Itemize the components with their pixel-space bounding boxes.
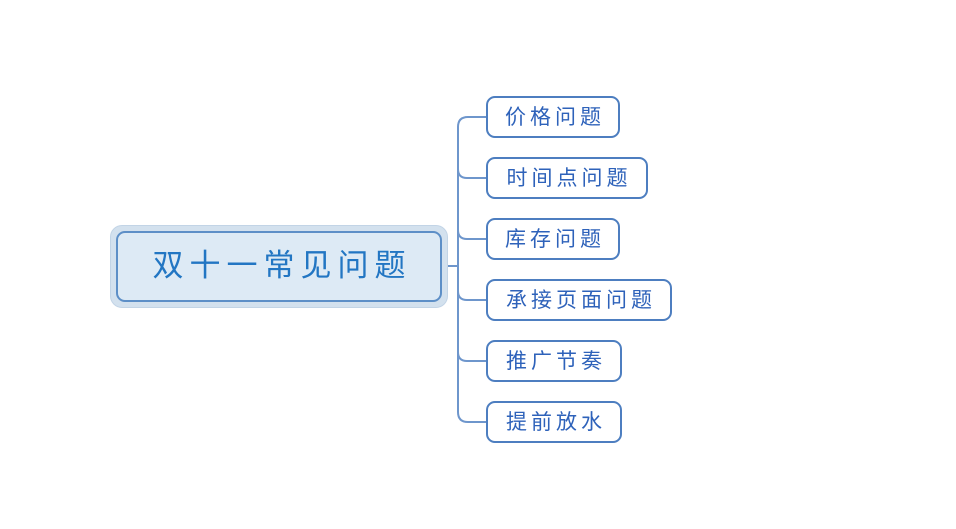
connector-child-5 — [457, 351, 487, 362]
child-topic-early-release[interactable]: 提前放水 — [486, 401, 622, 443]
child-topic-label: 推广节奏 — [506, 348, 606, 373]
connector-child-1 — [457, 116, 487, 267]
child-topic-label: 承接页面问题 — [506, 287, 656, 312]
connector-child-4 — [457, 290, 487, 301]
child-topic-label: 提前放水 — [506, 409, 606, 434]
child-topic-label: 时间点问题 — [506, 165, 632, 190]
child-topic-label: 库存问题 — [505, 226, 605, 251]
central-topic-label: 双十一常见问题 — [152, 248, 412, 284]
connector-child-6 — [457, 265, 487, 423]
child-topic-timing[interactable]: 时间点问题 — [486, 157, 648, 199]
child-topic-label: 价格问题 — [505, 104, 605, 129]
child-topic-promotion-rhythm[interactable]: 推广节奏 — [486, 340, 622, 382]
central-topic-selection-halo: 双十一常见问题 — [110, 225, 448, 308]
child-topic-landing-page[interactable]: 承接页面问题 — [486, 279, 672, 321]
central-topic[interactable]: 双十一常见问题 — [116, 231, 442, 302]
child-topic-price[interactable]: 价格问题 — [486, 96, 620, 138]
connector-child-2 — [457, 168, 487, 179]
child-topic-inventory[interactable]: 库存问题 — [486, 218, 620, 260]
connector-child-3 — [457, 229, 487, 240]
